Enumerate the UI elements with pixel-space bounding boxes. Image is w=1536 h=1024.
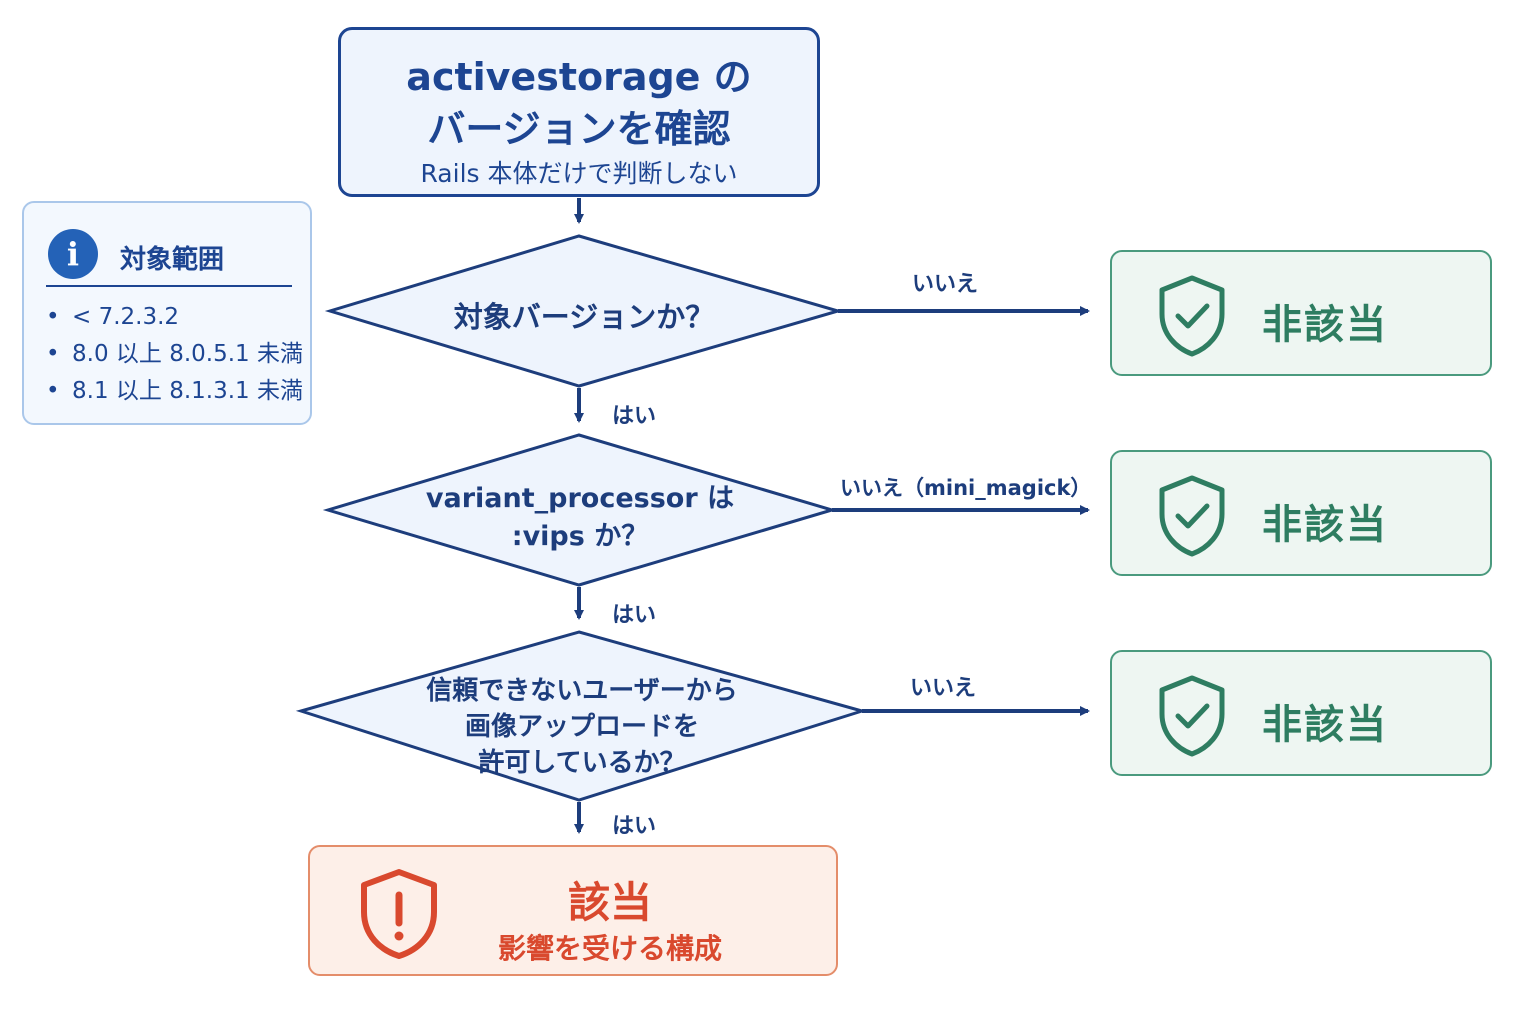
edge-label-yes: はい — [612, 814, 657, 839]
outcome-applicable-subtitle: 影響を受ける構成 — [497, 932, 722, 965]
decision-diamond-processor — [322, 433, 838, 587]
outcome-not-applicable: 非該当 — [1110, 250, 1492, 376]
start-title-line2: バージョンを確認 — [427, 107, 731, 151]
target-range-title: 対象範囲 — [120, 245, 225, 275]
outcome-applicable: 該当 影響を受ける構成 — [308, 845, 838, 976]
edge-label-yes: はい — [612, 404, 657, 429]
start-title-line1: activestorage の — [406, 55, 752, 99]
outcome-label: 非該当 — [1262, 702, 1388, 748]
decision-processor-line2: :vips か？ — [511, 521, 649, 552]
decision-upload-text: 信頼できないユーザーから 画像アップロードを 許可しているか？ — [302, 673, 862, 781]
edge-label-no: いいえ（mini_magick） — [840, 476, 1092, 500]
shield-check-icon — [1159, 675, 1225, 757]
list-item: 8.0 以上 8.0.5.1 未満 — [46, 336, 303, 373]
decision-processor-line1: variant_processor は — [425, 483, 735, 514]
edge-label-no: いいえ — [910, 676, 977, 701]
outcome-applicable-title: 該当 — [567, 878, 652, 927]
target-range-list: < 7.2.3.2 8.0 以上 8.0.5.1 未満 8.1 以上 8.1.3… — [46, 299, 303, 410]
decision-upload-line1: 信頼できないユーザーから — [426, 676, 738, 706]
shield-check-icon — [1159, 475, 1225, 557]
decision-upload-line3: 許可しているか？ — [478, 748, 686, 778]
decision-diamond-version — [324, 234, 844, 388]
list-item: 8.1 以上 8.1.3.1 未満 — [46, 373, 303, 410]
outcome-not-applicable: 非該当 — [1110, 650, 1492, 776]
start-box: activestorage の バージョンを確認 Rails 本体だけで判断しな… — [338, 27, 820, 197]
edge-label-no: いいえ — [912, 272, 979, 297]
edge-label-yes: はい — [612, 603, 657, 628]
divider — [46, 285, 292, 287]
start-subtitle: Rails 本体だけで判断しない — [420, 159, 738, 188]
decision-processor-text: variant_processor は :vips か？ — [330, 480, 830, 556]
list-item: < 7.2.3.2 — [46, 299, 303, 336]
decision-version-line1: 対象バージョンか？ — [453, 300, 715, 334]
decision-version-text: 対象バージョンか？ — [330, 294, 838, 336]
decision-upload-line2: 画像アップロードを — [464, 712, 699, 742]
shield-check-icon — [1159, 275, 1225, 357]
decision-diamond-upload — [295, 630, 868, 802]
target-range-panel: i 対象範囲 < 7.2.3.2 8.0 以上 8.0.5.1 未満 8.1 以… — [22, 201, 312, 425]
shield-alert-icon — [361, 869, 437, 959]
outcome-not-applicable: 非該当 — [1110, 450, 1492, 576]
info-icon: i — [48, 229, 98, 279]
outcome-label: 非該当 — [1262, 502, 1388, 548]
outcome-label: 非該当 — [1262, 302, 1388, 348]
